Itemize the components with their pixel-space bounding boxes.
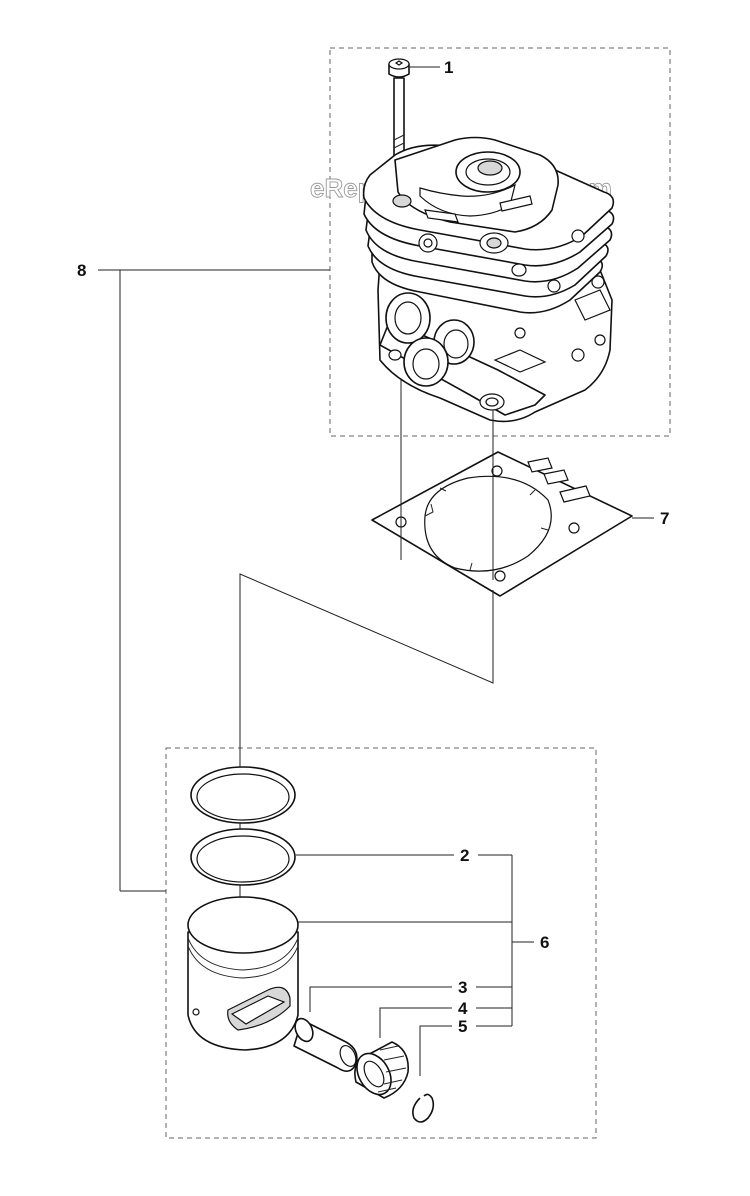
gasket-icon bbox=[371, 451, 633, 597]
callout-3: 3 bbox=[458, 978, 467, 997]
callout-4: 4 bbox=[458, 999, 468, 1018]
piston-ring-icon bbox=[190, 766, 296, 886]
callout-6: 6 bbox=[540, 933, 549, 952]
piston-group-box bbox=[165, 747, 597, 1139]
callout-5: 5 bbox=[458, 1017, 467, 1036]
piston-pin-icon bbox=[293, 1017, 358, 1072]
callout-1: 1 bbox=[444, 58, 453, 77]
callout-8: 8 bbox=[77, 261, 86, 280]
callout-2: 2 bbox=[460, 846, 469, 865]
leader-lines bbox=[98, 66, 654, 1076]
cylinder-group-box bbox=[329, 47, 671, 437]
piston-icon bbox=[187, 896, 299, 1051]
needle-bearing-icon bbox=[354, 1041, 409, 1099]
cylinder-icon bbox=[362, 136, 615, 423]
callout-7: 7 bbox=[660, 509, 669, 528]
retaining-ring-icon bbox=[412, 1093, 435, 1123]
